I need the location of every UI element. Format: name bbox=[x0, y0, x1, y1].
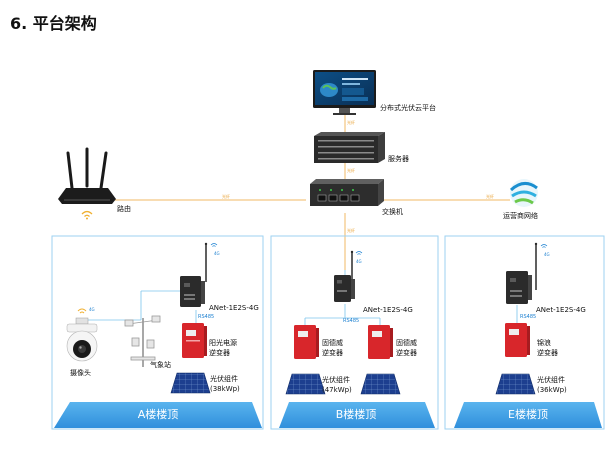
zone-a-gateway-icon bbox=[180, 242, 208, 307]
fiber-label-zone-b: 光纤 bbox=[347, 227, 355, 233]
zone-b-gateway-icon bbox=[334, 250, 355, 302]
zone-b-gateway-label: ANet-1E2S-4G bbox=[363, 306, 413, 314]
zone-b-inverter-1-icon bbox=[294, 325, 319, 359]
zone-e-gateway-icon bbox=[506, 242, 538, 304]
zone-a-inverter-label-2: 逆变器 bbox=[209, 348, 230, 357]
zone-e-pv-label-2: (36kWp) bbox=[537, 386, 567, 394]
zone-a-solar-panel-icon bbox=[170, 372, 211, 394]
switch-icon bbox=[310, 179, 384, 206]
zone-e-rs485-label: RS485 bbox=[520, 314, 536, 320]
zone-b-solar-panel-2-icon bbox=[360, 373, 401, 395]
zone-a-camera-wifi-icon bbox=[77, 308, 87, 314]
zone-e-solar-panel-icon bbox=[495, 373, 536, 395]
zone-a-rs485-label: RS485 bbox=[198, 314, 214, 320]
zone-b-pv-label-1: 光伏组件 bbox=[322, 375, 350, 384]
zone-a-camera-signal-label: 4G bbox=[89, 307, 95, 312]
zone-b-inverter-1-label-2: 逆变器 bbox=[322, 348, 343, 357]
platform-label: 分布式光伏云平台 bbox=[380, 103, 436, 112]
roof-bands bbox=[54, 402, 602, 428]
zone-a-signal-label: 4G bbox=[214, 251, 220, 256]
fiber-links bbox=[110, 110, 510, 270]
zone-e-gateway-label: ANet-1E2S-4G bbox=[536, 306, 586, 314]
roof-label-b: B楼楼顶 bbox=[336, 407, 377, 421]
router-icon bbox=[58, 147, 116, 220]
roof-label-a: A楼楼顶 bbox=[138, 407, 179, 421]
zone-b-inverter-2-icon bbox=[368, 325, 393, 359]
zone-e-inverter-icon bbox=[505, 323, 530, 357]
zone-a-pv-label-2: (38kWp) bbox=[210, 385, 240, 393]
zone-a-pv-label-1: 光伏组件 bbox=[210, 374, 238, 383]
zone-b-rs485-label: RS485 bbox=[343, 318, 359, 324]
zone-a-weather-label: 气象站 bbox=[150, 360, 171, 369]
router-label: 路由 bbox=[117, 204, 131, 213]
zone-a-camera-icon bbox=[66, 317, 98, 362]
zone-a-inverter-label-1: 阳光电源 bbox=[209, 338, 237, 347]
fiber-label-operator: 光纤 bbox=[486, 193, 494, 199]
operator-label: 运营商网络 bbox=[503, 211, 538, 220]
zone-b-solar-panel-1-icon bbox=[285, 373, 326, 395]
fiber-label-server: 光纤 bbox=[347, 167, 355, 173]
fiber-label-router: 光纤 bbox=[222, 193, 230, 199]
zone-a-gateway-label: ANet-1E2S-4G bbox=[209, 304, 259, 312]
zone-a-camera-label: 摄像头 bbox=[70, 368, 91, 377]
server-icon bbox=[314, 132, 385, 163]
zone-e-pv-label-1: 光伏组件 bbox=[537, 375, 565, 384]
page-title: 6. 平台架构 bbox=[10, 14, 97, 33]
fiber-label-platform: 光纤 bbox=[347, 119, 355, 125]
zone-b-pv-label-2: (47kWp) bbox=[322, 386, 352, 394]
zone-a-links bbox=[81, 290, 197, 345]
zone-frames bbox=[51, 235, 605, 430]
zone-a-inverter-icon bbox=[182, 323, 207, 358]
operator-network-icon bbox=[509, 179, 538, 207]
zone-b-inverter-2-label-1: 固德威 bbox=[396, 338, 417, 347]
cloud-platform-monitor-icon bbox=[313, 70, 376, 115]
switch-label: 交换机 bbox=[382, 207, 403, 216]
server-label: 服务器 bbox=[388, 154, 409, 163]
zone-a-weather-station-icon bbox=[124, 315, 161, 367]
zone-b-signal-label: 4G bbox=[356, 259, 362, 264]
zone-e-inverter-label-1: 锦浪 bbox=[537, 338, 551, 347]
roof-label-e: E楼楼顶 bbox=[508, 407, 548, 421]
zone-e-inverter-label-2: 逆变器 bbox=[537, 348, 558, 357]
zone-b-inverter-2-label-2: 逆变器 bbox=[396, 348, 417, 357]
zone-e-signal-label: 4G bbox=[544, 252, 550, 257]
zone-b-inverter-1-label-1: 固德威 bbox=[322, 338, 343, 347]
